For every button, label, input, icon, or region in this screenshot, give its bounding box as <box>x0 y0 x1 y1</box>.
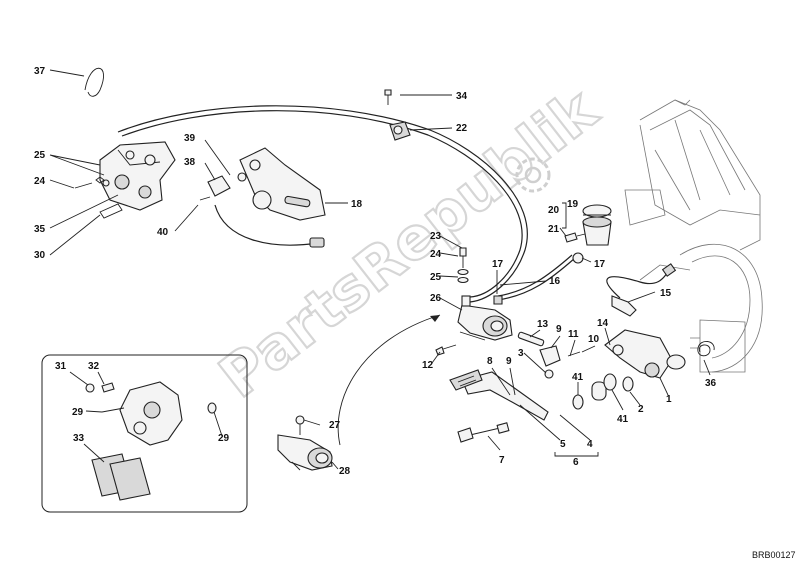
callout-29: 29 <box>72 407 84 418</box>
callout-10: 10 <box>588 334 600 345</box>
callout-32: 32 <box>88 361 100 372</box>
clevis-9-11 <box>539 345 581 379</box>
callout-7: 7 <box>499 455 505 466</box>
callout-8: 8 <box>487 356 493 367</box>
callout-33: 33 <box>73 433 85 444</box>
inset-box <box>41 354 248 513</box>
hose-clamp-22 <box>389 121 411 141</box>
callout-31: 31 <box>55 361 67 372</box>
callout-25: 25 <box>34 150 46 161</box>
gear-watermark-icon <box>515 157 551 193</box>
callout-17: 17 <box>492 259 504 270</box>
inset-caliper <box>119 381 217 446</box>
callout-37: 37 <box>34 66 46 77</box>
callout-29b: 29 <box>218 433 230 444</box>
callout-40: 40 <box>157 227 169 238</box>
callout-26: 26 <box>430 293 442 304</box>
callout-11: 11 <box>568 329 579 340</box>
callout-24b: 24 <box>430 249 442 260</box>
callout-3: 3 <box>518 348 524 359</box>
callout-39: 39 <box>184 133 196 144</box>
return-spring-36 <box>697 341 715 357</box>
callout-30: 30 <box>34 250 46 261</box>
caliper-bolts <box>74 176 123 219</box>
sensor-connector <box>309 237 325 248</box>
master-cylinder-detail <box>277 415 333 471</box>
pedal-spacers-41 <box>572 373 634 410</box>
inset-bolts-31-32 <box>85 382 125 413</box>
callout-5: 5 <box>560 439 566 450</box>
callout-6: 6 <box>573 457 579 468</box>
detail-arrow <box>337 314 441 446</box>
brake-light-wire <box>606 271 669 299</box>
fluid-reservoir <box>582 204 612 246</box>
callout-20: 20 <box>548 205 560 216</box>
callout-41: 41 <box>572 372 584 383</box>
callout-15: 15 <box>660 288 672 299</box>
clip-17 <box>493 295 503 305</box>
caliper-bracket <box>239 147 326 221</box>
sensor-part-39-38 <box>199 172 247 201</box>
leader-lines <box>49 69 711 470</box>
callout-4: 4 <box>587 439 593 450</box>
callout-24: 24 <box>34 176 46 187</box>
bolt-12 <box>435 344 457 356</box>
callout-22: 22 <box>456 123 468 134</box>
bolt-34 <box>384 89 392 105</box>
callout-9b: 9 <box>506 356 512 367</box>
reservoir-hose <box>497 257 576 301</box>
rear-master-cylinder <box>457 295 513 341</box>
callout-25b: 25 <box>430 272 442 283</box>
motorcycle-frame <box>624 99 763 373</box>
callout-38: 38 <box>184 157 196 168</box>
pivot-bolt-7 <box>457 422 510 443</box>
brake-light-switch <box>611 263 677 317</box>
callout-21: 21 <box>548 224 560 235</box>
banjo-washers-24-25 <box>457 247 469 284</box>
rear-brake-hose <box>117 105 528 303</box>
pushrod-13 <box>517 331 545 347</box>
callout-19: 19 <box>567 199 579 210</box>
group-bracket-4-5 <box>554 452 599 457</box>
callout-16: 16 <box>549 276 561 287</box>
callout-13: 13 <box>537 319 549 330</box>
callout-23: 23 <box>430 231 442 242</box>
callout-28: 28 <box>339 466 351 477</box>
callout-41b: 41 <box>617 414 629 425</box>
rear-caliper <box>99 141 176 211</box>
callout-34: 34 <box>456 91 468 102</box>
callout-35: 35 <box>34 224 46 235</box>
callout-14: 14 <box>597 318 609 329</box>
reservoir-bolt-21 <box>564 232 586 243</box>
callouts: 37 34 22 25 24 35 30 39 38 40 18 23 24 2… <box>34 66 717 477</box>
detail-arrowhead <box>430 315 440 322</box>
callout-27: 27 <box>329 420 341 431</box>
callout-9: 9 <box>556 324 562 335</box>
callout-18: 18 <box>351 199 363 210</box>
callout-17b: 17 <box>594 259 606 270</box>
diagram-code: BRB00127 <box>752 550 796 560</box>
sensor-cable <box>214 204 319 246</box>
callout-2: 2 <box>638 404 644 415</box>
brake-pedal <box>449 369 549 421</box>
callout-36: 36 <box>705 378 717 389</box>
brake-pads-33 <box>91 453 151 501</box>
banjo-bolt-37 <box>84 67 104 97</box>
callout-1: 1 <box>666 394 672 405</box>
pedal-pivot-bracket <box>604 329 686 379</box>
reservoir-hose-inner <box>497 254 573 297</box>
callout-12: 12 <box>422 360 434 371</box>
reservoir-clip-17 <box>572 252 584 264</box>
